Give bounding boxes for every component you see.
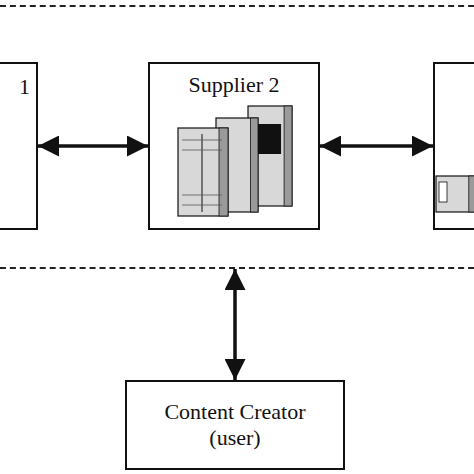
cabinet-vent [182,140,222,141]
supplier-box: 1 [0,62,38,230]
cabinet-vent [182,205,222,206]
cabinet-door [202,134,203,212]
cabinet-side [250,118,258,212]
cabinet-side [219,128,228,216]
user-box: Content Creator (user) [125,380,345,470]
server-group [436,176,474,212]
cabinet-side [284,106,292,206]
server-group [178,106,292,216]
cabinet-panel [439,182,447,202]
cabinet-side [469,176,474,212]
double-arrow [38,144,148,148]
double-arrow [320,144,433,148]
node-label: 1 [0,74,30,100]
cabinet-vent [182,195,222,196]
double-arrow [233,269,237,380]
server-cabinet [178,128,228,216]
cabinet-vent [182,150,222,151]
node-label: Supplier 2 [150,72,318,98]
server-cabinet [436,176,474,212]
node-label: Content Creator (user) [157,399,313,451]
